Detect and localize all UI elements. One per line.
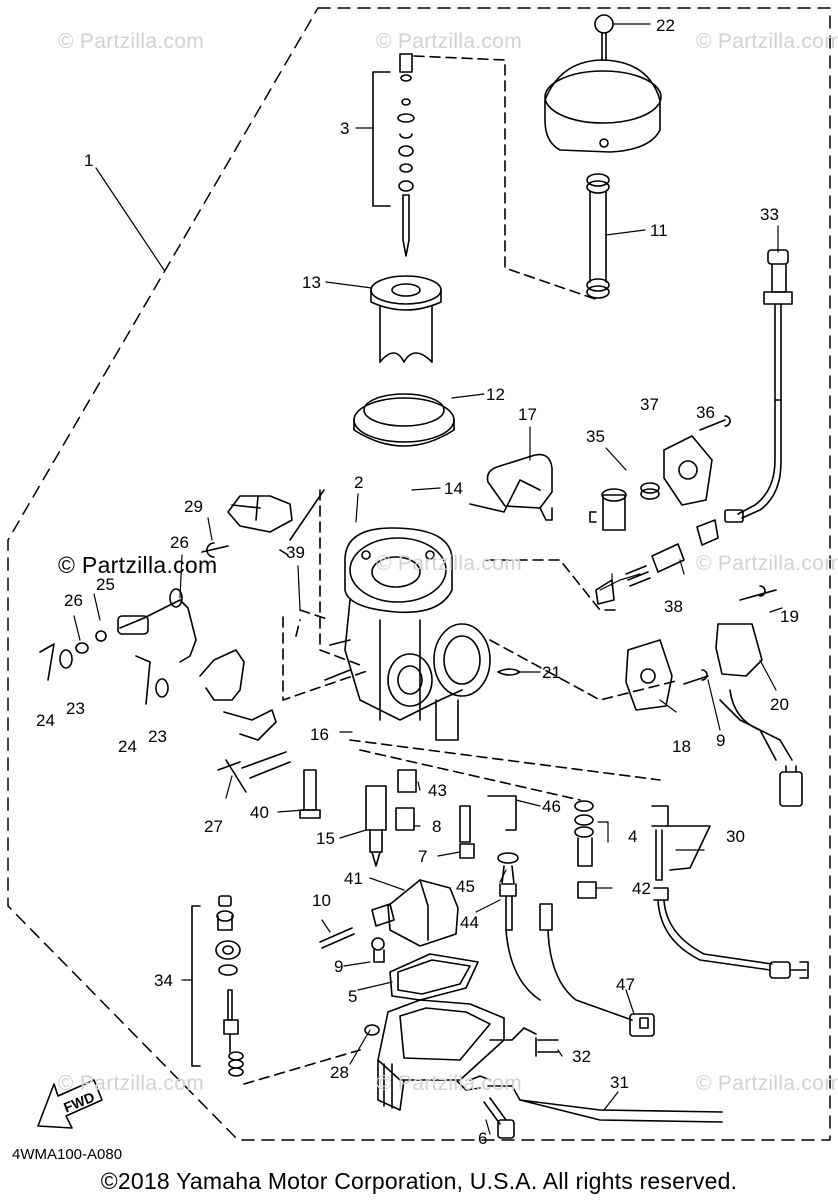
callout-3: 3	[340, 119, 349, 138]
throttle-cable	[724, 249, 793, 523]
callout-5: 5	[348, 987, 357, 1006]
fwd-arrow	[37, 1079, 103, 1129]
callout-47: 47	[616, 975, 635, 994]
float-bowl	[364, 999, 723, 1139]
callout-33: 33	[760, 205, 779, 224]
assembly-boundary	[7, 7, 831, 1141]
callout-13: 13	[302, 273, 321, 292]
callout-34: 34	[154, 971, 173, 990]
float	[319, 879, 459, 963]
callout-29: 29	[184, 497, 203, 516]
callout-31: 31	[610, 1073, 629, 1092]
callout-39: 39	[286, 543, 305, 562]
watermark: © Partzilla.com	[58, 552, 218, 578]
callout-24: 24	[36, 711, 55, 730]
watermark: © Partzilla.com	[696, 552, 838, 575]
callout-30: 30	[726, 827, 745, 846]
callout-23: 23	[66, 699, 85, 718]
callout-14: 14	[444, 479, 463, 498]
callout-41: 41	[344, 869, 363, 888]
callout-35: 35	[586, 427, 605, 446]
float-bowl-gasket	[389, 953, 479, 1001]
callout-44: 44	[460, 913, 479, 932]
drawing-code: 4WMA100-A080	[12, 1146, 123, 1163]
air-cutoff-valve	[486, 453, 553, 521]
callout-18: 18	[672, 737, 691, 756]
callout-4: 4	[628, 827, 637, 846]
jet-assemblies	[299, 769, 809, 979]
callout-20: 20	[770, 695, 789, 714]
callout-8: 8	[432, 817, 441, 836]
piston-spring	[586, 173, 610, 299]
callout-32: 32	[572, 1047, 591, 1066]
callout-11: 11	[650, 221, 668, 240]
callout-12: 12	[486, 385, 505, 404]
watermark: © Partzilla.com	[376, 30, 523, 53]
watermark: © Partzilla.com	[696, 30, 838, 53]
watermark: © Partzilla.com	[376, 1072, 523, 1095]
watermark: © Partzilla.com	[58, 1072, 205, 1095]
callout-40: 40	[250, 803, 269, 822]
carburetor-body	[324, 527, 491, 741]
callout-numbers: 22 1 3 11 33 13 12 17 36 37 35 14 2 29 2…	[36, 16, 799, 1148]
callout-22: 22	[656, 16, 675, 35]
callout-23b: 23	[148, 727, 167, 746]
callout-25: 25	[96, 575, 115, 594]
callout-6: 6	[478, 1129, 487, 1148]
callout-9: 9	[716, 731, 725, 750]
callout-36: 36	[696, 403, 715, 422]
callout-37: 37	[640, 395, 659, 414]
callout-38: 38	[664, 597, 683, 616]
watermark: © Partzilla.com	[696, 1072, 838, 1095]
callout-24b: 24	[118, 737, 137, 756]
callout-28: 28	[330, 1063, 349, 1082]
pilot-screw-set	[191, 895, 361, 1085]
carb-top-cover	[544, 14, 662, 153]
callout-17: 17	[518, 405, 537, 424]
callout-26: 26	[170, 533, 189, 552]
needle-set	[372, 53, 415, 257]
vacuum-piston	[370, 275, 442, 363]
starter-plunger	[595, 519, 719, 605]
callout-19: 19	[780, 607, 799, 626]
callout-2: 2	[354, 473, 363, 492]
leader-lines	[73, 23, 783, 1135]
callout-15: 15	[316, 829, 335, 848]
callout-10: 10	[312, 891, 331, 910]
tps-sensor	[625, 585, 803, 807]
callout-43: 43	[428, 781, 447, 800]
callout-16: 16	[310, 725, 329, 744]
callout-1: 1	[84, 151, 93, 170]
callout-21: 21	[542, 663, 561, 682]
throttle-lever-assembly	[39, 495, 293, 793]
callout-46: 46	[542, 797, 561, 816]
copyright-notice: ©2018 Yamaha Motor Corporation, U.S.A. A…	[100, 1168, 738, 1194]
callout-45: 45	[456, 877, 475, 896]
callout-26b: 26	[64, 591, 83, 610]
diaphragm	[353, 393, 455, 447]
callout-9b: 9	[334, 957, 343, 976]
watermark: © Partzilla.com	[376, 552, 523, 575]
callout-27: 27	[204, 817, 223, 836]
coasting-enricher	[589, 415, 731, 531]
watermark: © Partzilla.com	[58, 30, 205, 53]
needle-valve	[497, 852, 655, 1037]
callout-42: 42	[632, 879, 651, 898]
callout-7: 7	[418, 847, 427, 866]
